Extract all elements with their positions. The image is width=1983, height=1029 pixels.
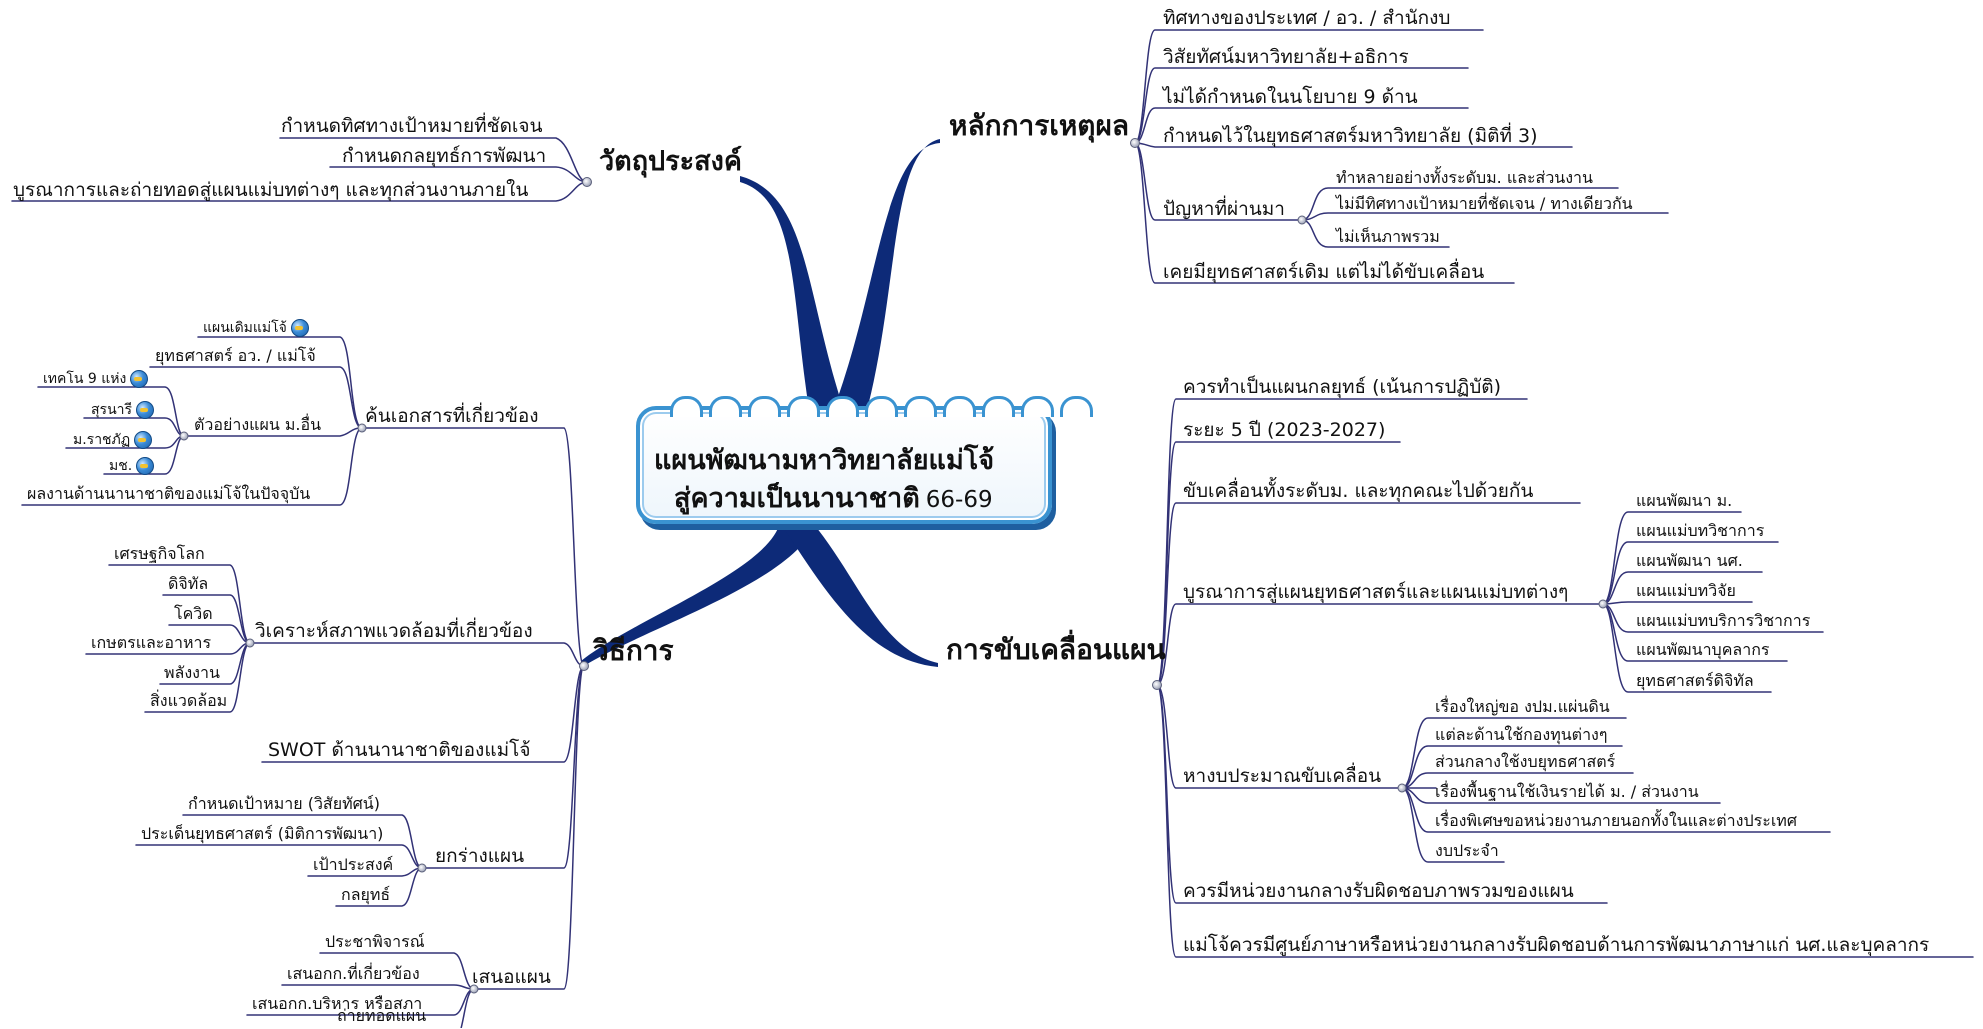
draft-item[interactable]: ประเด็นยุทธศาสตร์ (มิติการพัฒนา) — [141, 824, 384, 843]
draft-item[interactable]: กำหนดเป้าหมาย (วิสัยทัศน์) — [188, 794, 380, 813]
budget-item[interactable]: งบประจำ — [1435, 841, 1499, 860]
documents-plan[interactable]: แผนเดิมแม่โจ้ — [200, 319, 312, 342]
problems-item[interactable]: ไม่เห็นภาพรวม — [1336, 227, 1440, 246]
implementation-language[interactable]: แม่โจ้ควรมีศูนย์ภาษาหรือหน่วยงานกลางรับผ… — [1183, 934, 1930, 956]
problems-label[interactable]: ปัญหาที่ผ่านมา — [1163, 198, 1285, 220]
example-item[interactable]: มช. — [106, 457, 157, 480]
implementation-item[interactable]: ระยะ 5 ปี (2023-2027) — [1183, 419, 1386, 441]
globe-icon — [290, 319, 309, 337]
implementation-central-unit[interactable]: ควรมีหน่วยงานกลางรับผิดชอบภาพรวมของแผน — [1183, 880, 1574, 902]
environment-item[interactable]: เกษตรและอาหาร — [91, 633, 212, 652]
central-topic[interactable]: แผนพัฒนามหาวิทยาลัยแม่โจ้ สู่ความเป็นนาน… — [636, 396, 1093, 524]
rationale-item[interactable]: กำหนดไว้ในยุทธศาสตร์มหาวิทยาลัย (มิติที่… — [1163, 125, 1538, 147]
objectives-item[interactable]: กำหนดกลยุทธ์การพัฒนา — [342, 145, 547, 167]
environment-item[interactable]: สิ่งแวดล้อม — [150, 691, 228, 710]
example-item[interactable]: สุรนารี — [88, 401, 157, 424]
central-topic-decoration — [670, 396, 1093, 417]
budget-item[interactable]: เรื่องใหญ่ขอ งปม.แผ่นดิน — [1435, 697, 1610, 716]
branch-rationale — [826, 139, 940, 428]
implementation-item[interactable]: ขับเคลื่อนทั้งระดับม. และทุกคณะไปด้วยกัน — [1183, 480, 1534, 502]
budget-label[interactable]: หางบประมาณขับเคลื่อน — [1183, 765, 1382, 787]
example-item-label: สุรนารี — [91, 402, 133, 418]
integration-item[interactable]: แผนแม่บทวิจัย — [1636, 581, 1736, 600]
budget-item[interactable]: เรื่องพื้นฐานใช้เงินรายได้ ม. / ส่วนงาน — [1435, 782, 1699, 801]
integration-item[interactable]: ยุทธศาสตร์ดิจิทัล — [1636, 671, 1754, 690]
objectives-item[interactable]: กำหนดทิศทางเป้าหมายที่ชัดเจน — [281, 115, 543, 137]
propose-item[interactable]: ถ่ายทอดแผน — [337, 1006, 427, 1025]
methods-title[interactable]: วิธีการ — [593, 634, 674, 667]
environment-item[interactable]: เศรษฐกิจโลก — [114, 544, 205, 563]
globe-icon — [134, 431, 153, 449]
budget-item[interactable]: แต่ละด้านใช้กองทุนต่างๆ — [1435, 725, 1608, 744]
propose-item[interactable]: เสนอกก.ที่เกี่ยวข้อง — [287, 964, 420, 983]
central-title-line2: สู่ความเป็นนานาชาติ66-69 — [674, 476, 993, 519]
globe-icon — [136, 401, 155, 419]
example-item[interactable]: เทคโน 9 แห่ง — [40, 370, 151, 393]
central-title-text: สู่ความเป็นนานาชาติ — [674, 483, 920, 514]
example-item-label: เทคโน 9 แห่ง — [43, 371, 127, 387]
central-title-line1: แผนพัฒนามหาวิทยาลัยแม่โจ้ — [654, 445, 995, 476]
branch-implementation — [780, 522, 938, 667]
propose-label[interactable]: เสนอแผน — [472, 966, 551, 988]
environment-item[interactable]: พลังงาน — [164, 663, 220, 682]
example-item-label: มช. — [109, 458, 133, 474]
integration-item[interactable]: แผนพัฒนา นศ. — [1636, 551, 1743, 570]
integration-item[interactable]: แผนแม่บทวิชาการ — [1636, 521, 1765, 540]
swot-item[interactable]: SWOT ด้านนานาชาติของแม่โจ้ — [268, 739, 531, 761]
documents-strategy[interactable]: ยุทธศาสตร์ อว. / แม่โจ้ — [155, 346, 316, 365]
rationale-item[interactable]: ไม่ได้กำหนดในนโยบาย 9 ด้าน — [1163, 86, 1418, 108]
junction-dots — [179, 138, 1608, 994]
examples-label[interactable]: ตัวอย่างแผน ม.อื่น — [194, 415, 322, 434]
integration-item[interactable]: แผนพัฒนาบุคลากร — [1636, 640, 1770, 659]
propose-item[interactable]: ประชาพิจารณ์ — [325, 932, 425, 951]
branch-objectives — [740, 176, 850, 428]
rationale-item-last[interactable]: เคยมียุทธศาสตร์เดิม แต่ไม่ได้ขับเคลื่อน — [1163, 261, 1485, 283]
implementation-title[interactable]: การขับเคลื่อนแผน — [946, 633, 1166, 666]
globe-icon — [130, 370, 149, 388]
rationale-item[interactable]: วิสัยทัศน์มหาวิทยาลัย+อธิการ — [1163, 46, 1409, 68]
documents-label[interactable]: ค้นเอกสารที่เกี่ยวข้อง — [365, 405, 539, 427]
globe-icon — [136, 457, 155, 475]
draft-label[interactable]: ยกร่างแผน — [435, 845, 525, 867]
problems-item[interactable]: ไม่มีทิศทางเป้าหมายที่ชัดเจน / ทางเดียวก… — [1336, 194, 1633, 213]
example-item-label: ม.ราชภัฏ — [73, 432, 131, 448]
environment-label[interactable]: วิเคราะห์สภาพแวดล้อมที่เกี่ยวข้อง — [255, 620, 533, 642]
documents-plan-label: แผนเดิมแม่โจ้ — [203, 320, 287, 336]
integration-item[interactable]: แผนแม่บทบริการวิชาการ — [1636, 611, 1811, 630]
implementation-item[interactable]: ควรทำเป็นแผนกลยุทธ์ (เน้นการปฏิบัติ) — [1183, 376, 1502, 398]
branch-methods — [581, 522, 815, 666]
main-branches — [581, 139, 940, 667]
rationale-title[interactable]: หลักการเหตุผล — [949, 109, 1130, 142]
budget-item[interactable]: ส่วนกลางใช้งบยุทธศาสตร์ — [1435, 752, 1616, 771]
objectives-item[interactable]: บูรณาการและถ่ายทอดสู่แผนแม่บทต่างๆ และทุ… — [13, 179, 529, 201]
draft-item[interactable]: กลยุทธ์ — [341, 885, 391, 904]
propose-item[interactable]: เสนอกก.บริหาร หรือสภา — [252, 994, 423, 1013]
integration-item[interactable]: แผนพัฒนา ม. — [1636, 491, 1733, 510]
example-item[interactable]: ม.ราชภัฏ — [70, 431, 155, 454]
budget-item[interactable]: เรื่องพิเศษขอหน่วยงานภายนอกทั้งในและต่าง… — [1435, 811, 1797, 830]
problems-item[interactable]: ทำหลายอย่างทั้งระดับม. และส่วนงาน — [1336, 168, 1593, 187]
environment-item[interactable]: ดิจิทัล — [168, 574, 209, 593]
draft-item[interactable]: เป้าประสงค์ — [313, 855, 394, 874]
environment-item[interactable]: โควิด — [174, 604, 213, 623]
rationale-item[interactable]: ทิศทางของประเทศ / อว. / สำนักงบ — [1163, 7, 1451, 29]
objectives-title[interactable]: วัตถุประสงค์ — [599, 146, 742, 177]
documents-work[interactable]: ผลงานด้านนานาชาติของแม่โจ้ในปัจจุบัน — [27, 484, 311, 503]
central-title-years: 66-69 — [925, 487, 993, 513]
integration-label[interactable]: บูรณาการสู่แผนยุทธศาสตร์และแผนแม่บทต่างๆ — [1183, 581, 1569, 603]
